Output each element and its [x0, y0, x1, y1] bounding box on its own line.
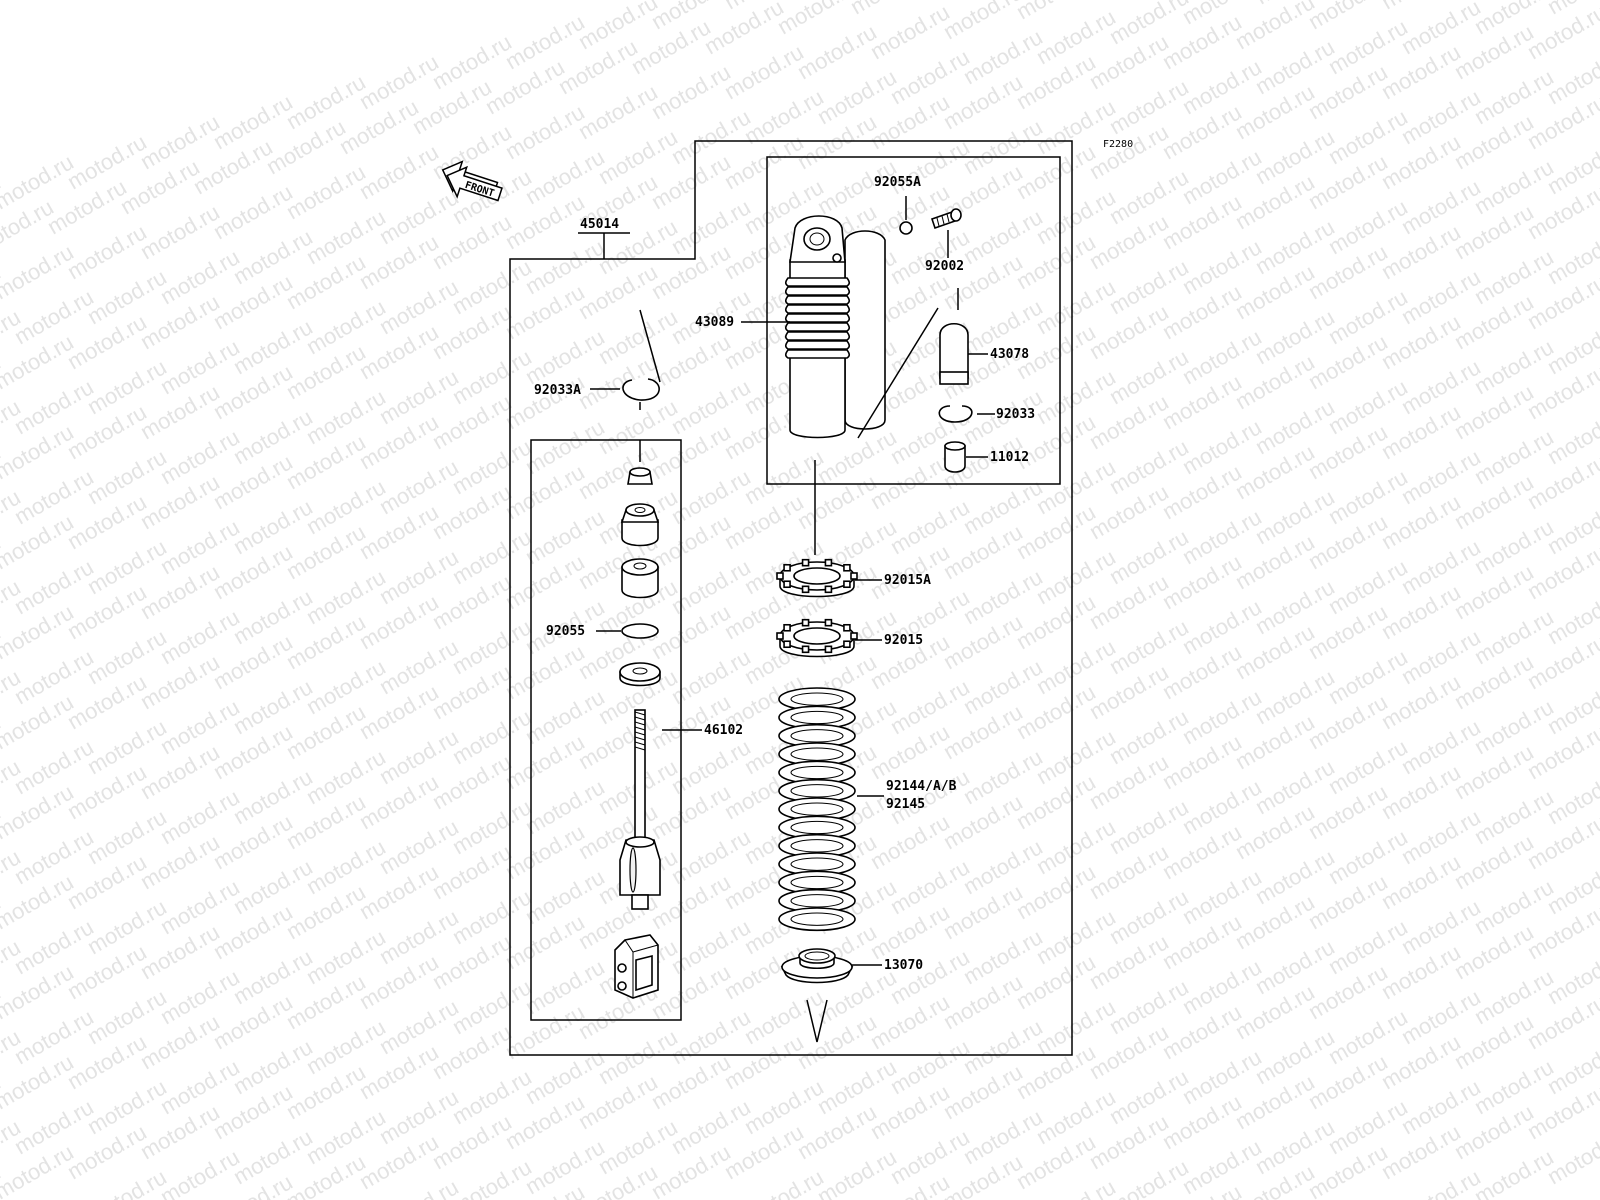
part-label-45014: 45014 [580, 217, 619, 232]
watermark-text: motod.ru [355, 139, 443, 204]
washer-cap [619, 662, 661, 687]
spring-guide-13070 [780, 948, 854, 984]
cap-11012 [944, 441, 966, 473]
bump-rubber-ring [784, 313, 851, 323]
part-label-46102: 46102 [704, 723, 743, 738]
part-label-92002: 92002 [925, 259, 964, 274]
watermark-text: motod.ru [647, 59, 735, 124]
assembly-box-43089 [766, 156, 1061, 485]
hex-nut [627, 467, 653, 485]
watermark-text: motod.ru [0, 1159, 5, 1200]
part-label-13070: 13070 [884, 958, 923, 973]
coil-spring [778, 687, 856, 932]
circlip-92033A [622, 378, 660, 401]
bump-rubber-ring [784, 277, 851, 287]
rubber-bushing-lower [621, 558, 659, 599]
watermark-text: motod.ru [501, 99, 589, 164]
bladder-43078 [939, 322, 969, 385]
bump-rubber-ring [784, 304, 851, 314]
part-label-92015A: 92015A [884, 573, 931, 588]
part-label-43089: 43089 [695, 315, 734, 330]
part-label-11012: 11012 [990, 450, 1029, 465]
part-label-43078: 43078 [990, 347, 1029, 362]
watermark-text: motod.ru [63, 219, 151, 284]
part-label-92145: 92145 [886, 797, 925, 812]
watermark-text: motod.ru [1596, 0, 1600, 44]
watermark-text: motod.ru [793, 19, 881, 84]
bump-rubber-ring [784, 286, 851, 296]
bump-rubber-ring [784, 349, 851, 359]
shock-absorber-body [784, 215, 886, 439]
locknut-92015A [776, 558, 858, 598]
part-label-92144: 92144/A/B [886, 779, 957, 794]
clevis-bracket [614, 934, 659, 999]
watermark-text: motod.ru [209, 179, 297, 244]
part-label-92015: 92015 [884, 633, 923, 648]
circlip-92033 [938, 405, 973, 423]
assembly-outline-45014 [509, 140, 1073, 1056]
o-ring-92055A [899, 221, 913, 235]
part-label-92033: 92033 [996, 407, 1035, 422]
part-label-92055A: 92055A [874, 175, 921, 190]
adjuster-nut-92015 [776, 618, 858, 658]
bump-rubber-ring [784, 295, 851, 305]
watermark-text: motod.ru [866, 0, 954, 64]
bump-rubber-ring [784, 322, 851, 332]
watermark-text: motod.ru [720, 39, 808, 104]
watermark-text: motod.ru [574, 79, 662, 144]
part-label-92055: 92055 [546, 624, 585, 639]
damper-rod-46102 [619, 709, 661, 910]
bump-rubber-ring [784, 331, 851, 341]
part-label-92033A: 92033A [534, 383, 581, 398]
bump-rubber-ring [784, 340, 851, 350]
rubber-bushing-upper [620, 503, 660, 547]
watermark-text: motod.ru [282, 159, 370, 224]
screw-92002 [930, 208, 962, 230]
watermark-text: motod.ru [136, 199, 224, 264]
o-ring-92055 [621, 623, 659, 639]
figure-code: F2280 [1103, 139, 1133, 150]
